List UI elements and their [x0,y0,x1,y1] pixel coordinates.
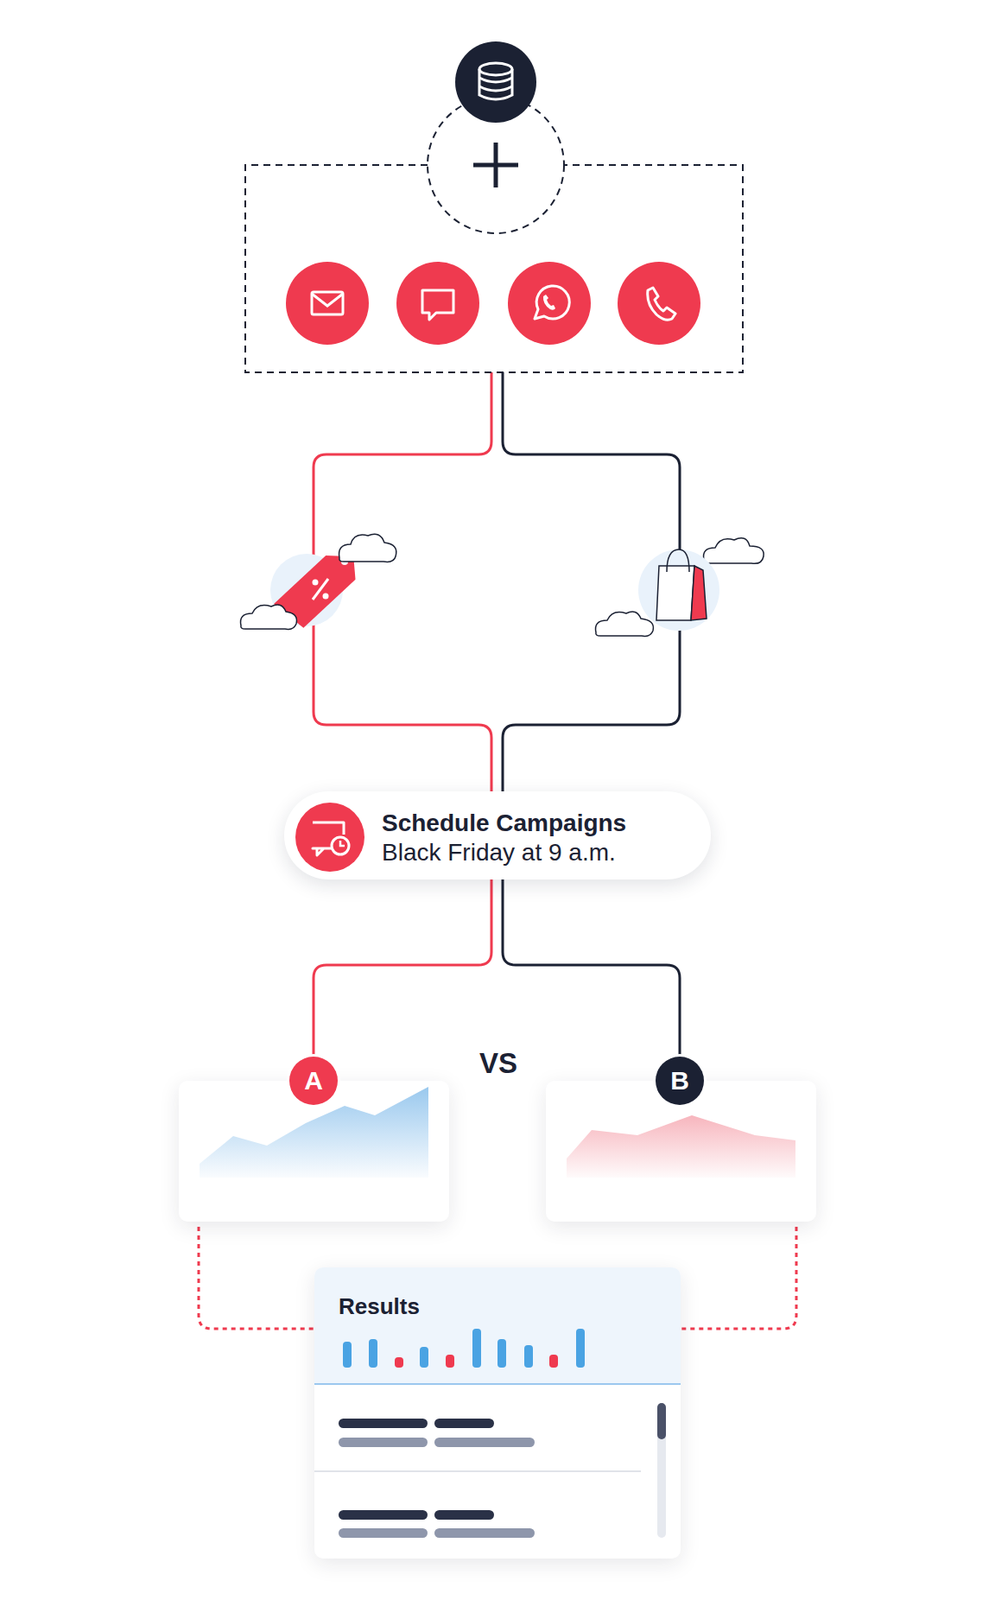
whatsapp-icon [507,261,591,345]
campaign-pill: Schedule CampaignsBlack Friday at 9 a.m. [284,791,711,880]
variant-letter: A [304,1067,324,1094]
flow-connector [502,879,680,1057]
variant-card: A [178,1056,450,1222]
variant-card: B [545,1056,817,1222]
flow-connector [198,1226,315,1329]
sms-icon [396,261,480,345]
flow-connector [680,1226,797,1329]
variant-badge: A [289,1056,338,1105]
results-card: Results [314,1267,681,1559]
variant-letter: B [670,1067,690,1094]
flow-connector [313,879,492,1057]
phone-icon [617,261,701,345]
versus-label: VS [479,1046,518,1080]
variant-badge: B [655,1056,704,1105]
campaign-title: Schedule Campaigns [381,808,711,838]
shopping-bag [638,549,720,631]
schedule-icon [284,791,371,880]
cloud [240,533,765,636]
database-icon [455,41,537,123]
email-icon [285,261,369,345]
plus-icon [473,142,519,188]
results-heading: Results [338,1292,681,1319]
campaign-time: Black Friday at 9 a.m. [381,837,711,868]
